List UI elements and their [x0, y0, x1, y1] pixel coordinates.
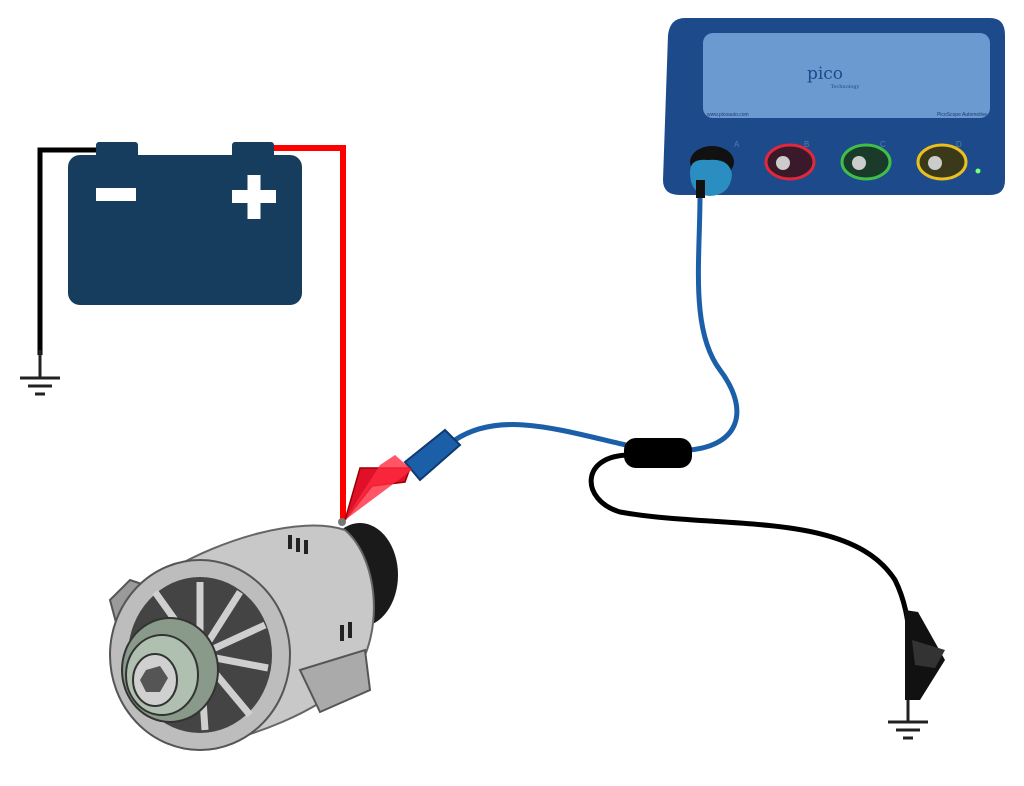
picoscope-device: pico Technology www.picoauto.com PicoSco…: [663, 18, 1005, 198]
probe-ground-lead: [588, 452, 913, 641]
plus-icon: [232, 175, 276, 219]
ground-icon: [888, 700, 928, 740]
channel-a-connector: [690, 146, 734, 198]
cable-splitter: [624, 438, 692, 468]
channel-d-connector: [916, 143, 968, 181]
scope-label-panel: [703, 33, 990, 118]
channel-b-connector: [764, 143, 816, 181]
probe-blue-connector: [403, 428, 462, 482]
scope-website: www.picoauto.com: [707, 112, 749, 118]
probe-cable-signal: [453, 422, 631, 449]
battery: [68, 142, 302, 305]
channel-c-label: C: [880, 140, 886, 149]
ground-icon: [20, 350, 60, 396]
black-crocodile-clip: [905, 610, 945, 700]
channel-d-label: D: [956, 140, 962, 149]
minus-icon: [96, 188, 136, 201]
channel-c-connector: [840, 143, 892, 181]
scope-product: PicoScope Automotive: [937, 112, 987, 118]
status-led: [975, 168, 981, 174]
battery-positive-wire: [262, 145, 346, 520]
scope-subbrand: Technology: [831, 84, 860, 90]
probe-cable: [689, 194, 740, 453]
alternator: [108, 518, 398, 751]
scope-brand: pico: [807, 64, 843, 84]
battery-negative-wire: [37, 147, 102, 355]
channel-b-label: B: [804, 140, 809, 149]
red-crocodile-clip: [344, 455, 412, 521]
channel-a-label: A: [734, 140, 740, 149]
